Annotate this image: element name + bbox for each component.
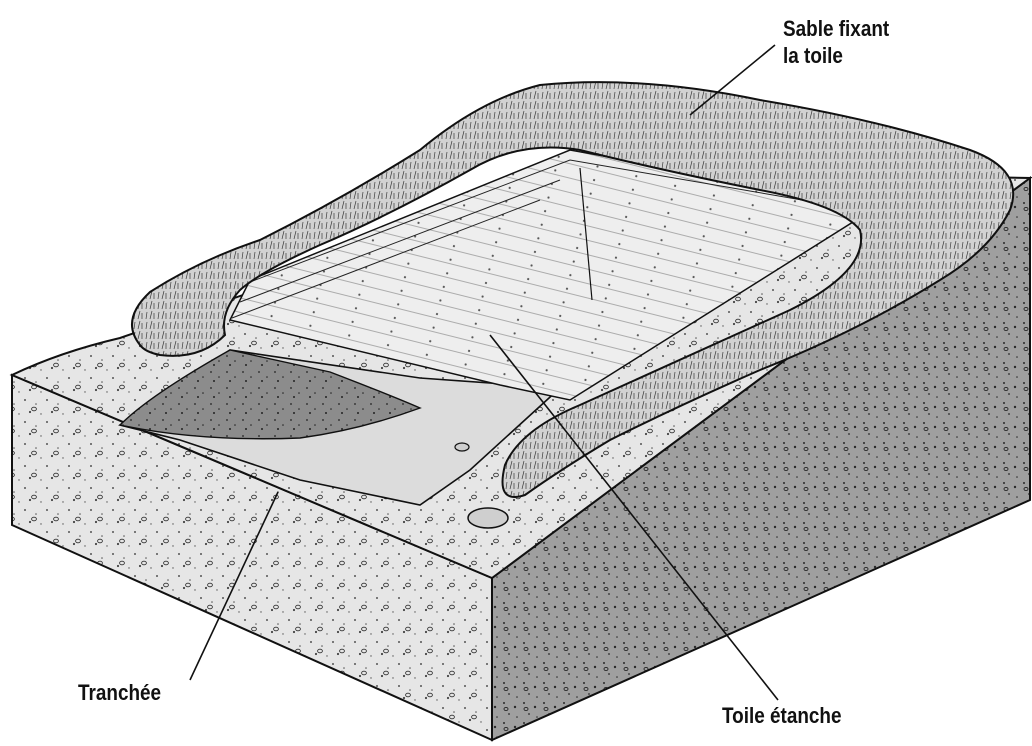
label-sand-fixing-line2: la toile — [783, 43, 843, 68]
label-trench: Tranchée — [78, 680, 161, 705]
label-waterproof-liner: Toile étanche — [722, 703, 842, 728]
stone — [468, 508, 508, 528]
stone — [455, 443, 469, 451]
label-sand-fixing-line1: Sable fixant — [783, 16, 889, 41]
